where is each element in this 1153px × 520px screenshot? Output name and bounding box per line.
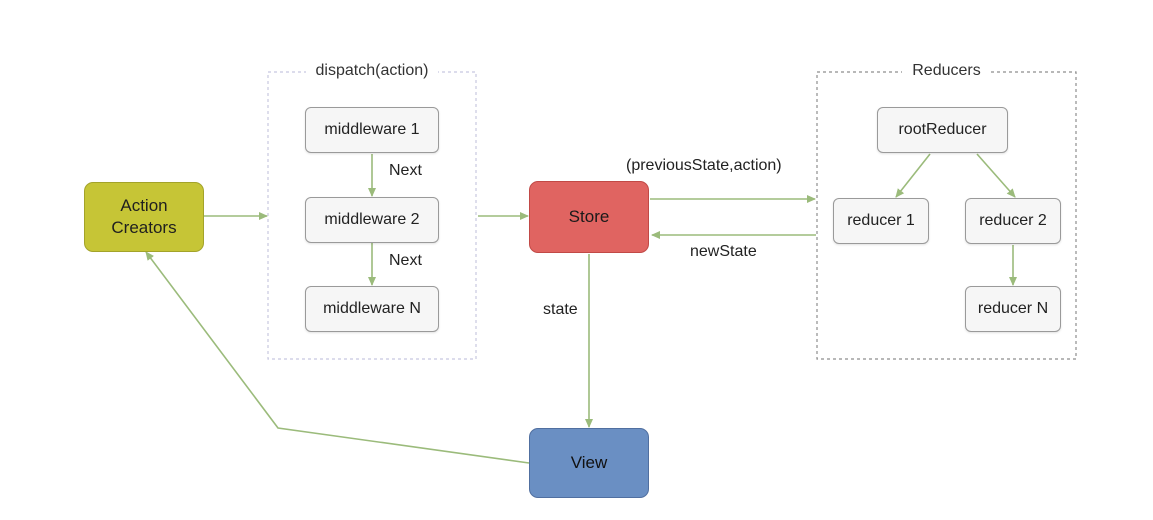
reducer-2-label: reducer 2: [979, 212, 1047, 229]
middleware-2-node[interactable]: middleware 2: [305, 197, 439, 243]
view-node[interactable]: View: [529, 428, 649, 498]
store-node[interactable]: Store: [529, 181, 649, 253]
reducer-2-node[interactable]: reducer 2: [965, 198, 1061, 244]
previous-state-action-label: (previousState,action): [626, 157, 782, 174]
middleware-1-label: middleware 1: [324, 121, 420, 138]
reducer-1-node[interactable]: reducer 1: [833, 198, 929, 244]
middleware-n-node[interactable]: middleware N: [305, 286, 439, 332]
state-label: state: [543, 301, 578, 318]
reducers-group: Reducers: [817, 62, 1076, 359]
middleware-2-label: middleware 2: [324, 211, 420, 228]
dispatch-group-title-text: dispatch(action): [305, 62, 439, 79]
middleware-1-node[interactable]: middleware 1: [305, 107, 439, 153]
action-creators-label: Action Creators: [111, 196, 177, 237]
reducer-1-label: reducer 1: [847, 212, 915, 229]
root-reducer-label: rootReducer: [898, 121, 987, 138]
next-label-2: Next: [389, 252, 422, 269]
action-creators-node[interactable]: Action Creators: [84, 182, 204, 252]
middleware-n-label: middleware N: [323, 300, 421, 317]
arrow-view-to-actions: [145, 251, 530, 464]
reducer-n-node[interactable]: reducer N: [965, 286, 1061, 332]
new-state-label: newState: [690, 243, 757, 260]
next-label-1: Next: [389, 162, 422, 179]
dispatch-group-title: dispatch(action): [268, 62, 476, 80]
dispatch-group: dispatch(action): [268, 62, 476, 359]
reducers-group-title: Reducers: [817, 62, 1076, 80]
reducer-n-label: reducer N: [977, 300, 1049, 317]
arrow-root-to-reducer1: [895, 153, 931, 198]
view-label: View: [570, 453, 608, 472]
reducers-group-border: [816, 71, 1077, 360]
root-reducer-node[interactable]: rootReducer: [877, 107, 1008, 153]
reducers-group-title-text: Reducers: [902, 62, 991, 79]
store-label: Store: [568, 207, 610, 226]
arrow-root-to-reducer2: [976, 153, 1016, 198]
